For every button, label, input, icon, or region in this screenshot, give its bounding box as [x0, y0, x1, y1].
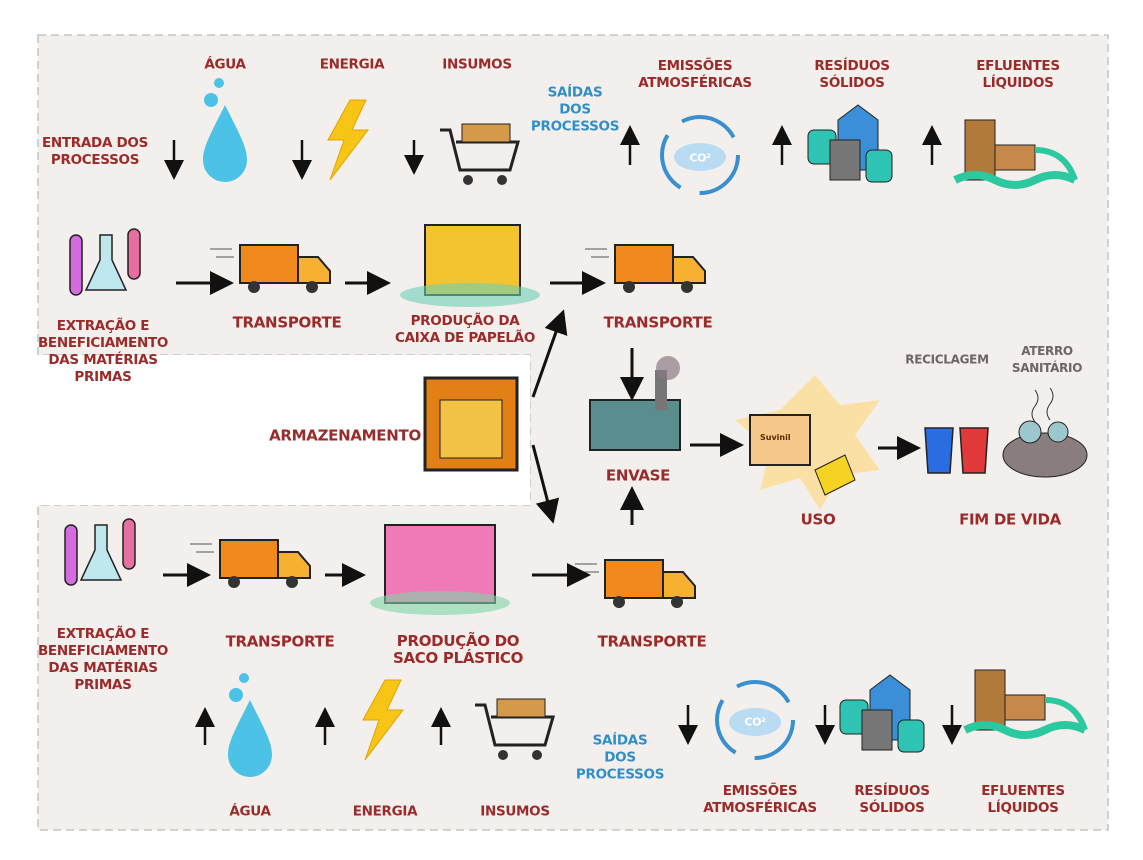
co2-icon-text: CO² — [689, 151, 711, 165]
plastic-bag-production-label: PRODUÇÃO DO SACO PLÁSTICO — [392, 632, 524, 667]
effluents-label: EFLUENTES LÍQUIDOS — [976, 58, 1060, 91]
supplies-label: INSUMOS — [442, 56, 512, 73]
transport-label: TRANSPORTE — [603, 313, 713, 332]
outputs-title: SAÍDAS DOS PROCESSOS — [530, 84, 620, 135]
emissions-label: EMISSÕES ATMOSFÉRICAS — [638, 58, 752, 91]
extraction-label: EXTRAÇÃO E BENEFICIAMENTO DAS MATÉRIAS P… — [37, 626, 169, 693]
solid-waste-label: RESÍDUOS SÓLIDOS — [814, 58, 890, 91]
filling-label: ENVASE — [605, 466, 671, 485]
transport-label: TRANSPORTE — [232, 313, 342, 332]
storage-label: ARMAZENAMENTO — [269, 426, 421, 445]
transport-label: TRANSPORTE — [225, 632, 335, 651]
supplies-label: INSUMOS — [480, 803, 550, 820]
effluents-label: EFLUENTES LÍQUIDOS — [981, 783, 1065, 816]
inputs-title: ENTRADA DOS PROCESSOS — [41, 135, 149, 168]
use-label: USO — [800, 510, 836, 529]
recycling-label: RECICLAGEM — [905, 352, 989, 367]
end-of-life-label: FIM DE VIDA — [959, 510, 1061, 529]
outputs-title: SAÍDAS DOS PROCESSOS — [575, 732, 665, 783]
emissions-label: EMISSÕES ATMOSFÉRICAS — [703, 783, 817, 816]
energy-label: ENERGIA — [319, 56, 385, 73]
energy-label: ENERGIA — [352, 803, 418, 820]
water-label: ÁGUA — [229, 803, 271, 820]
landfill-label: ATERRO SANITÁRIO — [1011, 344, 1083, 375]
transport-label: TRANSPORTE — [597, 632, 707, 651]
solid-waste-label: RESÍDUOS SÓLIDOS — [854, 783, 930, 816]
extraction-label: EXTRAÇÃO E BENEFICIAMENTO DAS MATÉRIAS P… — [37, 318, 169, 385]
co2-icon-text: CO² — [744, 715, 766, 729]
brand-logo-text: Suvinil — [760, 433, 791, 442]
paper-box-production-label: PRODUÇÃO DA CAIXA DE PAPELÃO — [394, 313, 536, 346]
water-label: ÁGUA — [204, 56, 246, 73]
